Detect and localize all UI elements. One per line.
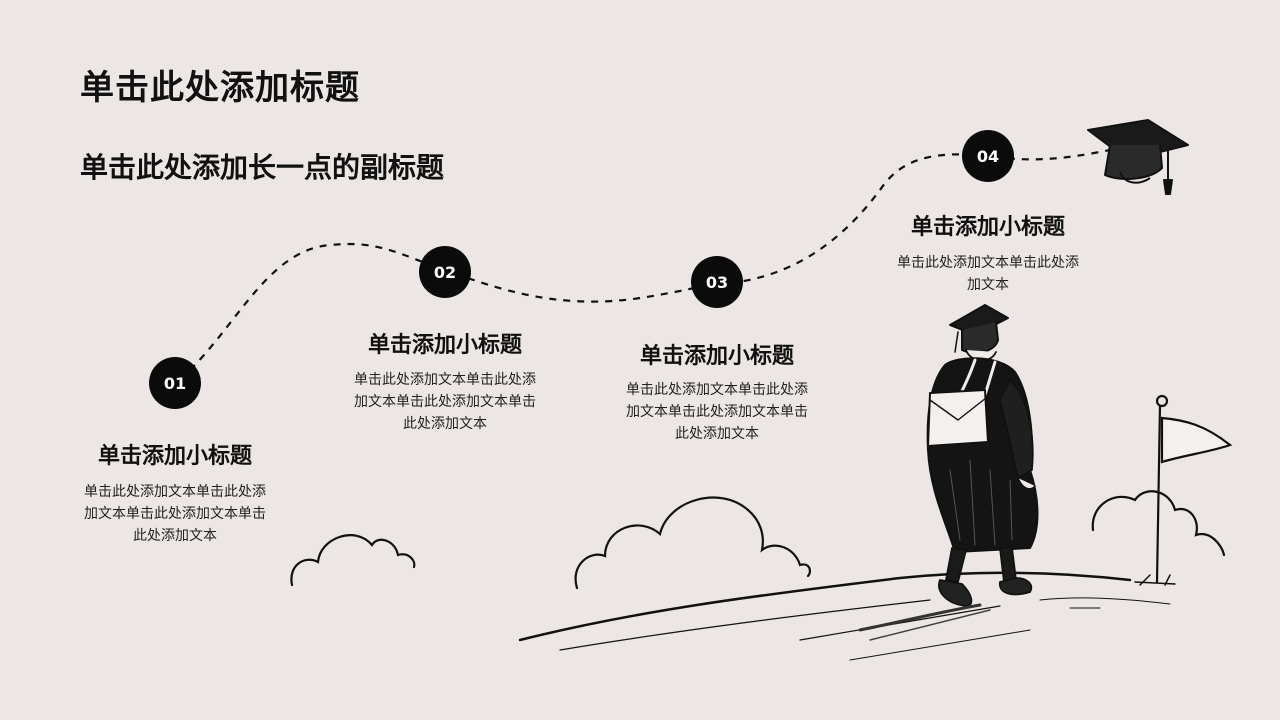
step-heading[interactable]: 单击添加小标题 [97, 444, 252, 469]
step-number-badge: 02 [419, 246, 471, 298]
dashed-timeline-path [189, 148, 1111, 371]
cloud-icon [1091, 490, 1226, 557]
page-subtitle[interactable]: 单击此处添加长一点的副标题 [80, 151, 445, 184]
step-text[interactable]: 单击此处添加文本单击此处添加文本单击此处添加文本单击此处添加文本 [84, 484, 266, 544]
graduation-cap-icon [1087, 119, 1189, 195]
cloud-icon [290, 534, 416, 587]
step-number-badge: 01 [149, 357, 201, 409]
step-heading[interactable]: 单击添加小标题 [910, 215, 1065, 240]
step-text[interactable]: 单击此处添加文本单击此处添加文本单击此处添加文本单击此处添加文本 [626, 382, 808, 442]
step-number-badge: 04 [962, 130, 1014, 182]
step-heading[interactable]: 单击添加小标题 [639, 344, 794, 369]
graduate-student-icon [858, 304, 1039, 641]
cloud-icon [574, 496, 811, 590]
flag-icon [1134, 394, 1233, 586]
step-text[interactable]: 单击此处添加文本单击此处添加文本 [897, 255, 1079, 293]
hill-ground [518, 571, 1171, 661]
step-text[interactable]: 单击此处添加文本单击此处添加文本单击此处添加文本单击此处添加文本 [354, 372, 536, 432]
step-number-badge: 03 [691, 256, 743, 308]
page-title[interactable]: 单击此处添加标题 [80, 68, 360, 108]
step-heading[interactable]: 单击添加小标题 [367, 333, 522, 358]
